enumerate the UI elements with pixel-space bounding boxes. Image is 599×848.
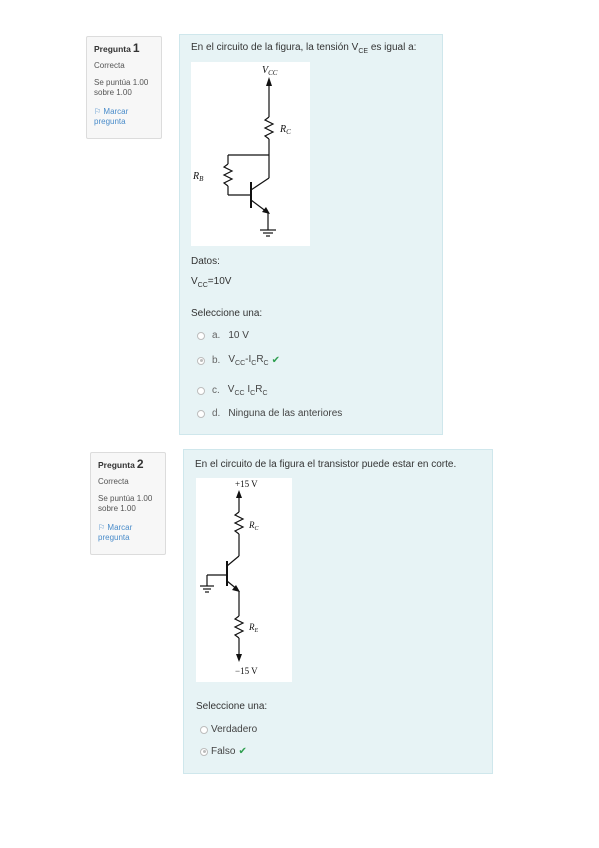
radio-button-selected[interactable] bbox=[197, 356, 205, 365]
answer-option-c[interactable]: c. VCC ICRC bbox=[197, 384, 268, 397]
radio-button-selected[interactable] bbox=[200, 747, 208, 756]
flag-question-link[interactable]: ⚐ Marcar pregunta bbox=[94, 106, 129, 127]
question-number-value: 2 bbox=[136, 457, 144, 471]
rc-label: RC bbox=[279, 124, 291, 136]
option-formula: VCC-ICRC bbox=[228, 354, 269, 367]
re-label: RE bbox=[248, 622, 259, 634]
question-number-value: 1 bbox=[132, 41, 140, 55]
negative-supply-label: −15 V bbox=[235, 666, 258, 676]
option-formula: VCC ICRC bbox=[227, 384, 268, 397]
datos-value: VCC=10V bbox=[191, 276, 232, 289]
question-grade: Se puntúa 1.00 sobre 1.00 bbox=[98, 493, 153, 514]
answer-option-verdadero[interactable]: Verdadero bbox=[200, 724, 257, 735]
resistor-rc bbox=[233, 511, 245, 535]
radio-button[interactable] bbox=[200, 725, 208, 734]
circuit-figure-1: VCC RC RB bbox=[191, 62, 310, 246]
answer-option-a[interactable]: a. 10 V bbox=[197, 330, 249, 341]
radio-button[interactable] bbox=[197, 386, 205, 395]
select-prompt: Seleccione una: bbox=[196, 701, 268, 712]
correct-check-icon: ✔ bbox=[271, 355, 280, 366]
correct-check-icon: ✔ bbox=[238, 746, 247, 757]
answer-option-falso[interactable]: Falso ✔ bbox=[200, 746, 247, 757]
rb-label: RB bbox=[192, 171, 204, 183]
question-state: Correcta bbox=[98, 476, 129, 486]
resistor-rb bbox=[222, 163, 234, 187]
circuit-figure-2: +15 V RC RE −15 V bbox=[196, 478, 292, 682]
resistor-re bbox=[233, 615, 245, 639]
rc-label: RC bbox=[248, 520, 260, 532]
datos-label: Datos: bbox=[191, 256, 220, 267]
question-text: En el circuito de la figura, la tensión … bbox=[191, 42, 417, 55]
question-grade: Se puntúa 1.00 sobre 1.00 bbox=[94, 77, 149, 98]
answer-option-d[interactable]: d. Ninguna de las anteriores bbox=[197, 408, 342, 419]
circuit-diagram-2: +15 V RC RE −15 V bbox=[200, 479, 260, 676]
answer-option-b[interactable]: b. VCC-ICRC ✔ bbox=[197, 354, 280, 367]
resistor-rc bbox=[263, 116, 275, 140]
positive-supply-label: +15 V bbox=[235, 479, 258, 489]
radio-button[interactable] bbox=[197, 409, 205, 418]
flag-icon: ⚐ bbox=[94, 106, 102, 116]
vcc-label: VCC bbox=[262, 65, 278, 77]
question-text: En el circuito de la figura el transisto… bbox=[195, 459, 457, 470]
select-prompt: Seleccione una: bbox=[191, 308, 263, 319]
flag-question-link[interactable]: ⚐ Marcar pregunta bbox=[98, 522, 133, 543]
question-state: Correcta bbox=[94, 60, 125, 70]
radio-button[interactable] bbox=[197, 331, 205, 340]
circuit-diagram-1: VCC RC RB bbox=[192, 65, 291, 237]
flag-icon: ⚐ bbox=[98, 522, 106, 532]
